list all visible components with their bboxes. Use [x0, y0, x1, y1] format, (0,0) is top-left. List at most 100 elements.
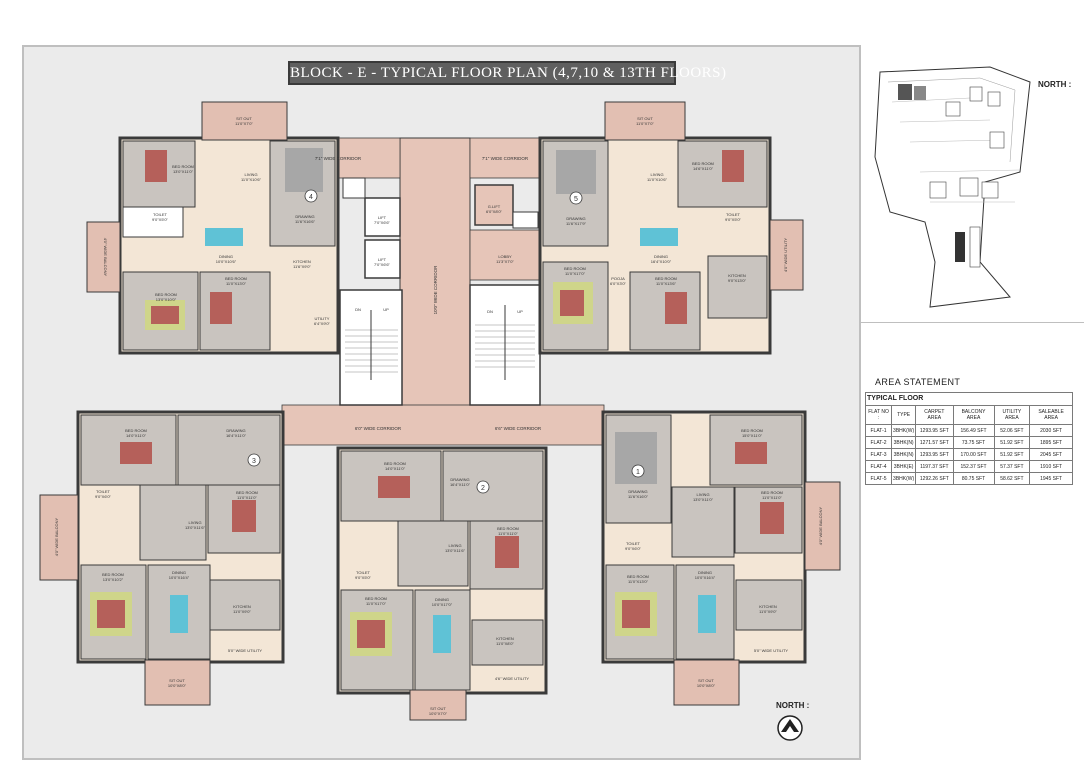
lobby	[469, 229, 541, 281]
flat-2-number: 2	[481, 485, 485, 492]
flat-4	[86, 101, 340, 355]
table-cell: 3BHK(E)	[891, 460, 917, 473]
col-type: TYPE	[891, 405, 917, 425]
flat-5-dining-table	[640, 228, 678, 246]
col-utility-area: UTILITY AREA	[993, 405, 1031, 425]
flat-1	[601, 410, 841, 706]
flat-1-number-circle	[631, 464, 645, 478]
table-cell: 80.75 SFT	[952, 472, 995, 485]
north-label-key: NORTH :	[1038, 80, 1072, 89]
flat-1-balcony	[804, 481, 841, 571]
flat-4-balcony	[86, 221, 121, 293]
site-boundary	[874, 66, 1031, 308]
flat-3-utility-label: 5'0" WIDE UTILITY	[228, 648, 263, 653]
corridor-north-left-label: 7'1" WIDE CORRIDOR	[315, 156, 362, 161]
col-balcony-area: BALCONY AREA	[952, 405, 995, 425]
table-header-row: FLAT NO : TYPE CARPET AREA BALCONY AREA …	[864, 405, 1073, 425]
table-cell: 51.92 SFT	[993, 436, 1031, 449]
table-cell: 170.00 SFT	[952, 448, 995, 461]
typical-floor-label: TYPICAL FLOOR	[865, 392, 1073, 406]
flat-3-bed2-bed	[232, 500, 256, 532]
flat-1-bed3-bed	[622, 600, 650, 628]
flat-3-bed1-bed	[120, 442, 152, 464]
table-cell: FLAT-4	[864, 460, 893, 473]
flat-3-drawing	[177, 414, 281, 486]
flat-2-utility-label: 4'6" WIDE UTILITY	[495, 676, 530, 681]
lift-1	[364, 197, 401, 237]
flat-2-living	[397, 520, 469, 587]
table-cell: 57.37 SFT	[993, 460, 1031, 473]
flat-5-bed2-bed	[560, 290, 584, 316]
flat-5-bed1-bed	[722, 150, 744, 182]
table-cell: FLAT-1	[864, 424, 893, 437]
flat-5-kitchen	[707, 255, 768, 319]
flat-5-utility-label: 4'0" WIDE UTILITY	[783, 238, 788, 273]
flat-2-dining-table	[433, 615, 451, 653]
flat-4-bed3-bed	[151, 306, 179, 324]
flat-4-toilet	[122, 206, 184, 238]
flat-4-bed2-bed	[210, 292, 232, 324]
table-cell: 73.75 SFT	[952, 436, 995, 449]
table-cell: 3BHK(W)	[891, 472, 917, 485]
corridor-south-right-label: 6'6" WIDE CORRIDOR	[495, 426, 542, 431]
col-carpet-area: CARPET AREA	[915, 405, 954, 425]
table-cell: 1945 SFT	[1029, 472, 1073, 485]
table-cell: 152.37 SFT	[952, 460, 995, 473]
flat-1-sitout	[673, 659, 740, 706]
area-statement-table: TYPICAL FLOOR FLAT NO : TYPE CARPET AREA…	[864, 392, 1073, 485]
flat-4-number: 4	[309, 194, 313, 201]
flat-5-number: 5	[574, 196, 578, 203]
flat-1-bed1-bed	[735, 442, 767, 464]
site-key-plan	[874, 66, 1031, 308]
flat-5	[538, 101, 804, 355]
flat-5-bed3-bed	[665, 292, 687, 324]
table-cell: 52.06 SFT	[993, 424, 1031, 437]
duct-left	[342, 177, 366, 199]
north-corridor-right	[469, 137, 541, 179]
flat-2-sitout	[409, 689, 467, 721]
flat-1-utility-label: 5'0" WIDE UTILITY	[754, 648, 789, 653]
table-cell: 2045 SFT	[1029, 448, 1073, 461]
flat-4-balcony-label: 4'0" WIDE BALCONY	[103, 238, 108, 277]
lift-2	[364, 239, 401, 279]
flat-4-sitout	[201, 101, 288, 141]
north-arrow-icon	[777, 715, 803, 741]
table-cell: 1197.37 SFT	[915, 460, 954, 473]
duct-right	[512, 211, 539, 229]
table-row: FLAT-1 3BHK(W) 1293.95 SFT 156.49 SFT 52…	[864, 424, 1073, 437]
flat-1-number: 1	[636, 469, 640, 476]
col-flat-no: FLAT NO :	[864, 405, 893, 425]
col-saleable-area: SALEABLE AREA	[1029, 405, 1073, 425]
table-row: FLAT-3 3BHK(N) 1293.95 SFT 170.00 SFT 51…	[864, 448, 1073, 461]
flat-4-dining-table	[205, 228, 243, 246]
